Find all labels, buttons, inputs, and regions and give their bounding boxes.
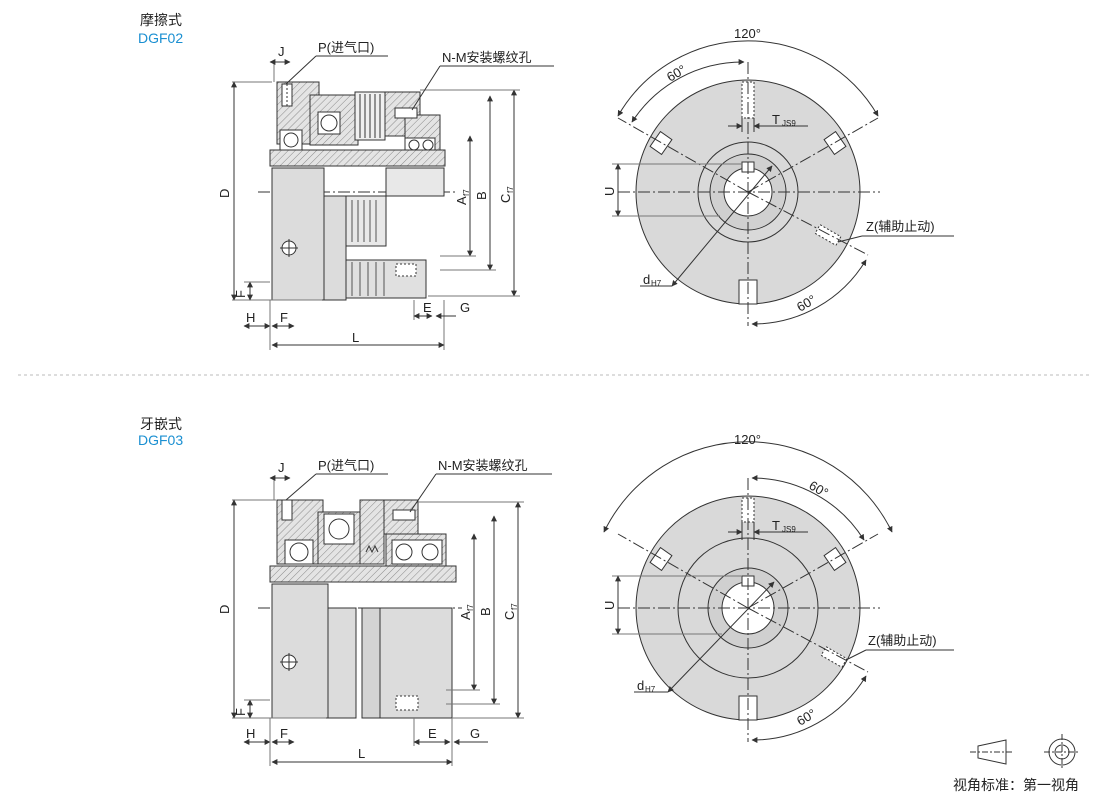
- label-P-2: P(进气口): [318, 458, 374, 473]
- section-2-code: DGF03: [138, 432, 184, 448]
- label-E-2: E: [428, 726, 437, 741]
- side-view-1-labels: J P(进气口) N-M安装螺纹孔 D F H F L E G A f7 B C…: [217, 40, 532, 345]
- label-P-1: P(进气口): [318, 40, 374, 55]
- label-L-1: L: [352, 330, 359, 345]
- front-view-2: [603, 441, 954, 744]
- label-C-sub-1: f7: [506, 186, 515, 193]
- label-D-2: D: [217, 605, 232, 614]
- shaft-band-2: [269, 565, 457, 583]
- label-B-2: B: [478, 607, 493, 616]
- projection-note: 视角标准：第一视角: [953, 777, 1079, 793]
- label-NM-1: N-M安装螺纹孔: [442, 50, 532, 65]
- label-L-2: L: [358, 746, 365, 761]
- label-G-1: G: [460, 300, 470, 315]
- label-H-2: H: [246, 726, 255, 741]
- side-view-2-labels: J P(进气口) N-M安装螺纹孔 D F H F L E G A f7 B C…: [217, 458, 528, 761]
- projection-symbol: [970, 734, 1080, 770]
- label-Z-1: Z(辅助止动): [866, 219, 935, 234]
- label-A-sub-2: f7: [466, 604, 475, 611]
- label-angle-60a-1: 60°: [664, 62, 689, 85]
- section-2-title: 牙嵌式: [140, 416, 182, 432]
- label-U-1: U: [602, 187, 617, 196]
- label-G-2: G: [470, 726, 480, 741]
- label-d-2: d: [637, 678, 644, 693]
- label-B-1: B: [474, 191, 489, 200]
- label-d-sub-1: H7: [651, 279, 662, 288]
- label-Z-2: Z(辅助止动): [868, 633, 937, 648]
- label-F-v-1: F: [233, 290, 248, 298]
- label-U-2: U: [602, 601, 617, 610]
- front-view-2-labels: 120° 60° 60° T JS9 U d H7 Z(辅助止动): [602, 432, 937, 729]
- label-F-h-1: F: [280, 310, 288, 325]
- label-angle-60b-1: 60°: [794, 292, 819, 315]
- body-lower-2: [271, 583, 329, 719]
- label-d-1: d: [643, 272, 650, 287]
- label-angle-60b-2: 60°: [794, 706, 819, 729]
- label-C-2: C: [502, 611, 517, 620]
- front-view-1: [612, 40, 954, 328]
- section-1-code: DGF02: [138, 30, 184, 46]
- section-1-title: 摩擦式: [140, 12, 182, 28]
- label-d-sub-2: H7: [645, 685, 656, 694]
- shaft-band-1: [269, 149, 446, 167]
- label-E-1: E: [423, 300, 432, 315]
- label-NM-2: N-M安装螺纹孔: [438, 458, 528, 473]
- label-angle-120-2: 120°: [734, 432, 761, 447]
- label-D-1: D: [217, 189, 232, 198]
- label-A-1: A: [454, 196, 469, 205]
- label-C-sub-2: f7: [510, 603, 519, 610]
- label-A-sub-1: f7: [462, 189, 471, 196]
- label-F-h-2: F: [280, 726, 288, 741]
- side-view-1: [231, 55, 554, 350]
- label-T-sub-2: JS9: [782, 525, 796, 534]
- side-view-2: [231, 473, 552, 766]
- label-angle-60a-2: 60°: [807, 478, 832, 501]
- body-lower-1: [271, 167, 325, 301]
- label-J-2: J: [278, 460, 285, 475]
- label-angle-120-1: 120°: [734, 26, 761, 41]
- label-F-v-2: F: [233, 708, 248, 716]
- label-T-sub-1: JS9: [782, 119, 796, 128]
- label-A-2: A: [458, 611, 473, 620]
- label-H-1: H: [246, 310, 255, 325]
- label-T-2: T: [772, 518, 780, 533]
- label-C-1: C: [498, 194, 513, 203]
- label-J-1: J: [278, 44, 285, 59]
- label-T-1: T: [772, 112, 780, 127]
